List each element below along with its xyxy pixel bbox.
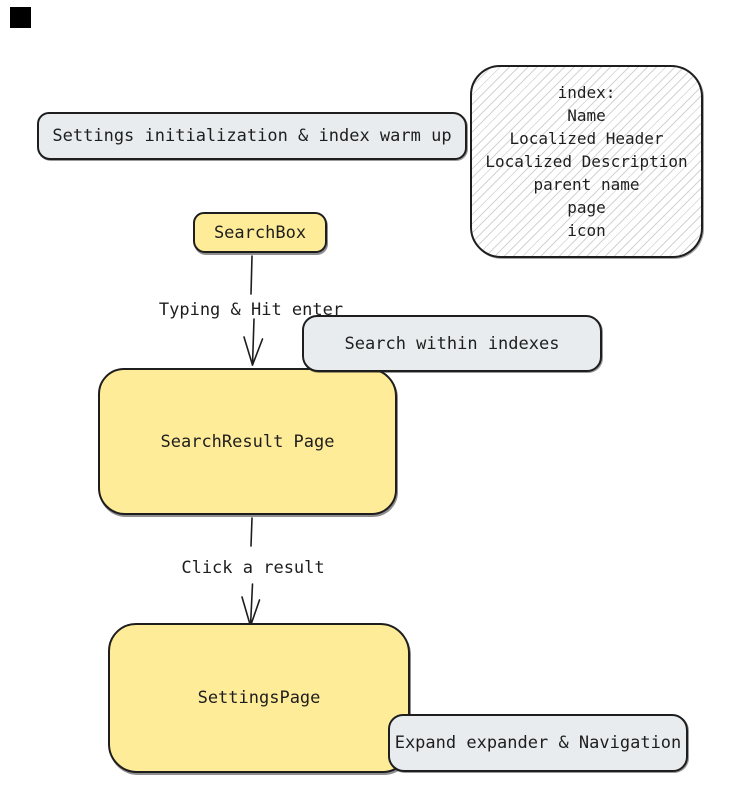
index-field-line: page (567, 198, 606, 217)
node-label: Settings initialization & index warm up (52, 126, 452, 146)
node-searchbox: SearchBox (193, 212, 327, 253)
node-label: SearchResult Page (160, 431, 335, 452)
index-field-line: Name (567, 106, 606, 125)
index-field-line: Localized Header (509, 129, 664, 148)
index-field-line: parent name (533, 175, 640, 194)
corner-square (10, 7, 31, 28)
index-field-line: icon (567, 221, 606, 240)
node-label: SearchBox (213, 222, 307, 243)
node-index-fields: index: Name Localized Header Localized D… (470, 65, 703, 258)
arrow-result-to-settings-shaft-top (250, 517, 253, 547)
edge-label-typing: Typing & Hit enter (158, 300, 344, 320)
arrow-result-to-settings-shaft-bottom (249, 583, 254, 627)
index-field-line: Localized Description (485, 152, 688, 171)
node-searchresult-page: SearchResult Page (98, 368, 397, 515)
node-search-within-indexes: Search within indexes (302, 315, 602, 372)
index-field-line: index: (557, 83, 616, 102)
node-expand-expander-navigation: Expand expander & Navigation (388, 714, 688, 772)
node-settingspage: SettingsPage (108, 623, 410, 773)
node-label: SettingsPage (197, 688, 321, 708)
arrow-result-to-settings-head (241, 596, 261, 627)
node-settings-initialization: Settings initialization & index warm up (37, 112, 467, 160)
arrow-searchbox-to-result-shaft-bottom (251, 318, 255, 366)
arrow-searchbox-to-result-head (243, 336, 264, 366)
edge-label-click-a-result: Click a result (181, 558, 325, 578)
node-label: Expand expander & Navigation (394, 733, 682, 753)
node-label: Search within indexes (344, 333, 560, 354)
arrow-searchbox-to-result-shaft-top (250, 255, 253, 295)
